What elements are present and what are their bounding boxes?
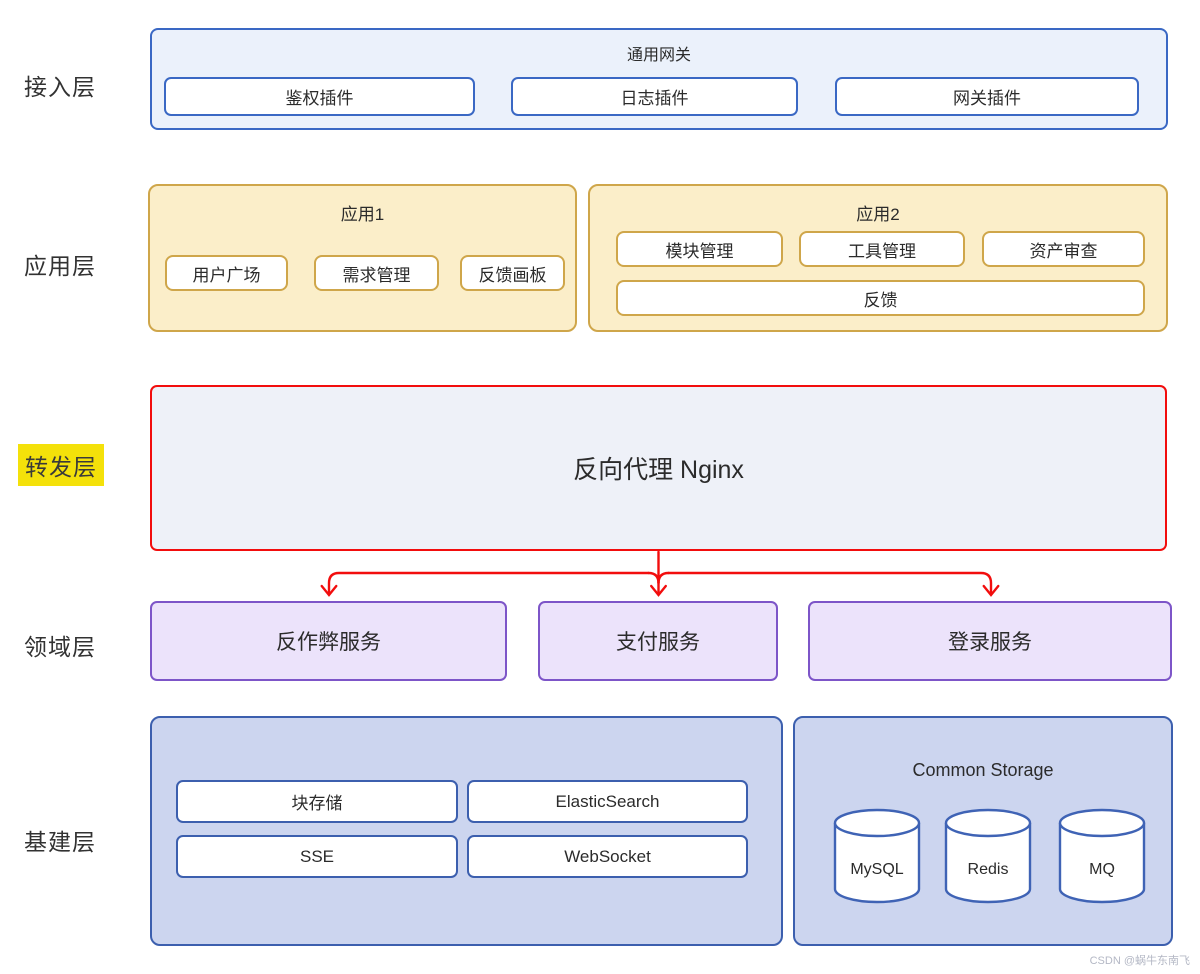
mw-elasticsearch: ElasticSearch (467, 780, 748, 823)
common-storage-container: Common Storage MySQL Redis MQ (793, 716, 1173, 946)
middleware-container: 块存储 ElasticSearch SSE WebSocket (150, 716, 783, 946)
db-label-mq: MQ (1089, 861, 1115, 878)
db-mq: MQ (1057, 807, 1147, 907)
app2-title: 应用2 (856, 205, 900, 224)
plugin-log: 日志插件 (511, 77, 798, 116)
nginx-node: 反向代理 Nginx (150, 385, 1167, 551)
db-label-redis: Redis (967, 861, 1009, 878)
routing-arrows-icon (320, 551, 1000, 597)
layer-label-forwarding: 转发层 (18, 444, 104, 486)
watermark: CSDN @蜗牛东南飞 (1089, 955, 1190, 967)
module-feedback-board: 反馈画板 (460, 255, 565, 291)
layer-label-access: 接入层 (24, 74, 96, 100)
plugin-auth: 鉴权插件 (164, 77, 475, 116)
database-cylinder-icon (944, 808, 1032, 904)
layer-label-infrastructure: 基建层 (24, 829, 96, 855)
service-payment: 支付服务 (538, 601, 778, 681)
app2-container: 应用2 模块管理 工具管理 资产审查 反馈 (588, 184, 1168, 332)
app1-container: 应用1 用户广场 需求管理 反馈画板 (148, 184, 577, 332)
module-user-plaza: 用户广场 (165, 255, 288, 291)
layer-label-application: 应用层 (24, 253, 96, 279)
gateway-title: 通用网关 (626, 47, 691, 64)
service-anticheat: 反作弊服务 (150, 601, 507, 681)
mw-websocket: WebSocket (467, 835, 748, 878)
module-feedback: 反馈 (616, 280, 1145, 316)
layer-label-domain: 领域层 (24, 634, 96, 660)
db-mysql: MySQL (832, 807, 922, 907)
module-tool-mgmt: 工具管理 (799, 231, 965, 267)
database-cylinder-icon (1058, 808, 1146, 904)
module-module-mgmt: 模块管理 (616, 231, 783, 267)
database-cylinder-icon (833, 808, 921, 904)
gateway-container: 通用网关 鉴权插件 日志插件 网关插件 (150, 28, 1168, 130)
module-asset-audit: 资产审查 (982, 231, 1145, 267)
mw-sse: SSE (176, 835, 458, 878)
service-login: 登录服务 (808, 601, 1172, 681)
plugin-gateway: 网关插件 (835, 77, 1139, 116)
mw-block-storage: 块存储 (176, 780, 458, 823)
module-demand-mgmt: 需求管理 (314, 255, 439, 291)
db-redis: Redis (943, 807, 1033, 907)
app1-title: 应用1 (340, 205, 385, 224)
common-storage-title: Common Storage (912, 760, 1054, 780)
db-label-mysql: MySQL (850, 861, 904, 878)
